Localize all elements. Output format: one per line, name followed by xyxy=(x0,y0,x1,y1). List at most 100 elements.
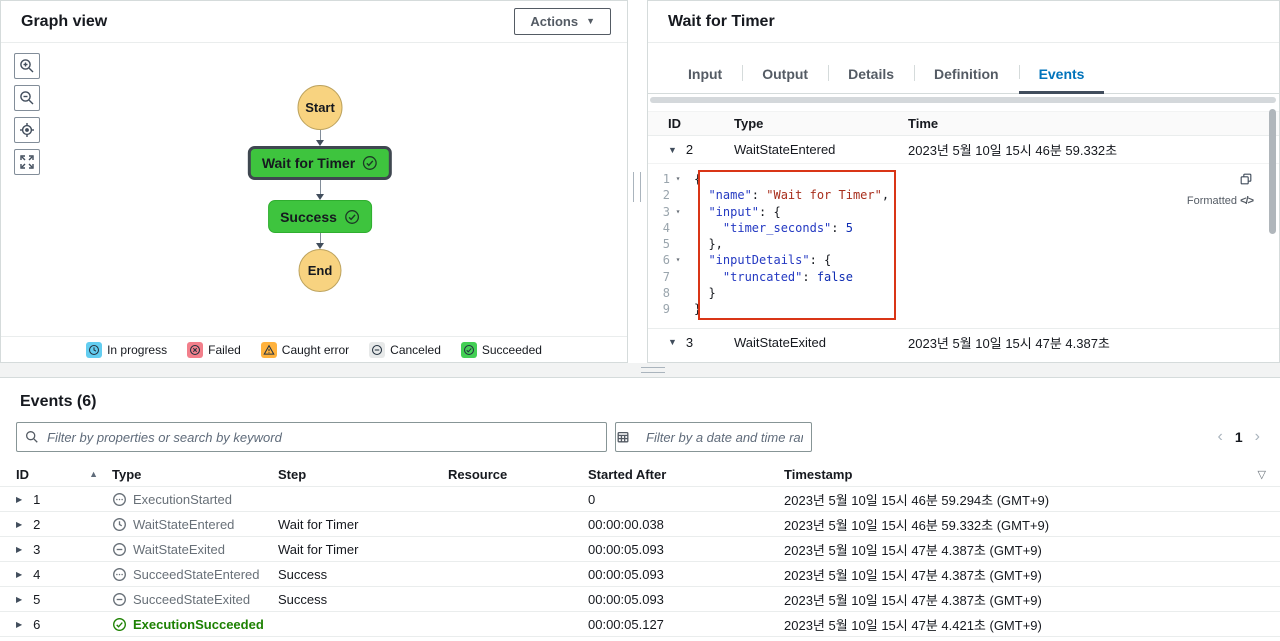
column-header-id[interactable]: ID ▲ xyxy=(16,466,98,482)
event-started-after: 00:00:05.093 xyxy=(588,591,664,607)
sort-ascending-icon[interactable]: ▲ xyxy=(89,469,98,479)
graph-node-success[interactable]: Success xyxy=(268,200,372,233)
event-type: SucceedStateExited xyxy=(133,591,251,607)
event-id: 6 xyxy=(33,616,41,632)
graph-node-start[interactable]: Start xyxy=(297,85,343,130)
event-id: 3 xyxy=(685,334,694,350)
check-circle-icon xyxy=(460,341,477,358)
splitter-handle[interactable] xyxy=(633,172,641,202)
collapse-caret-icon[interactable]: ▼ xyxy=(668,144,677,155)
date-filter xyxy=(607,422,812,452)
splitter-handle[interactable] xyxy=(641,367,665,373)
line-number: 9 xyxy=(662,302,670,317)
collapse-caret-icon[interactable]: ▼ xyxy=(668,337,677,348)
table-row[interactable]: ▶6 ExecutionSucceeded 00:00:05.127 2023년… xyxy=(0,612,1280,637)
formatted-toggle-label[interactable]: Formatted xyxy=(1186,195,1238,207)
event-started-after: 0 xyxy=(588,491,596,507)
current-page: 1 xyxy=(1234,429,1243,445)
event-type: SucceedStateEntered xyxy=(133,566,260,582)
event-time: 2023년 5월 10일 15시 47분 4.387초 xyxy=(908,335,1110,351)
tab-definition[interactable]: Definition xyxy=(914,57,1019,93)
next-page-button[interactable]: › xyxy=(1254,428,1260,445)
event-id: 1 xyxy=(33,491,41,507)
expand-caret-icon[interactable]: ▶ xyxy=(16,619,23,629)
panel-splitter-horizontal[interactable] xyxy=(0,363,1280,377)
graph-edge xyxy=(316,233,324,249)
table-row[interactable]: ▶4 SucceedStateEntered Success 00:00:05.… xyxy=(0,562,1280,587)
fit-view-button[interactable] xyxy=(14,149,40,175)
state-detail-header: Wait for Timer xyxy=(648,1,1279,43)
graph-node-end[interactable]: End xyxy=(298,249,342,292)
table-row[interactable]: ▶1 ExecutionStarted 0 2023년 5월 10일 15시 4… xyxy=(0,487,1280,512)
fold-caret-icon[interactable] xyxy=(670,220,686,236)
graph-view-header: Graph view Actions ▼ xyxy=(1,1,627,43)
zoom-in-icon xyxy=(20,59,34,73)
filter-icon[interactable]: ▽ xyxy=(1257,469,1266,481)
fold-caret-icon[interactable] xyxy=(670,236,686,252)
pagination: ‹ 1 › xyxy=(1218,428,1264,446)
vertical-scrollbar-thumb[interactable] xyxy=(1269,109,1276,234)
event-started-after: 00:00:05.127 xyxy=(588,616,664,632)
event-type: ExecutionStarted xyxy=(133,491,233,507)
node-label: Start xyxy=(305,100,335,115)
line-number: 2 xyxy=(662,188,670,203)
tab-events[interactable]: Events xyxy=(1018,57,1105,94)
detail-event-row[interactable]: ▼ 3 WaitStateExited 2023년 5월 10일 15시 47분… xyxy=(648,329,1279,356)
event-started-after: 00:00:00.038 xyxy=(588,516,664,532)
tab-input[interactable]: Input xyxy=(688,66,723,82)
panel-splitter-vertical[interactable] xyxy=(628,0,647,363)
code-view-icon[interactable]: </> xyxy=(1240,195,1254,207)
copy-icon[interactable] xyxy=(1239,172,1253,191)
expand-caret-icon[interactable]: ▶ xyxy=(16,569,23,579)
event-timestamp: 2023년 5월 10일 15시 47분 4.387초 (GMT+9) xyxy=(784,592,1042,608)
column-header-timestamp: Timestamp xyxy=(784,466,853,482)
legend-label: In progress xyxy=(107,342,168,357)
event-started-after: 00:00:05.093 xyxy=(588,566,664,582)
line-number: 8 xyxy=(662,286,670,301)
legend-item-succeeded: Succeeded xyxy=(460,341,542,358)
fold-caret-icon[interactable] xyxy=(670,269,686,285)
expand-icon xyxy=(20,155,34,169)
previous-page-button[interactable]: ‹ xyxy=(1217,428,1223,445)
minus-circle-icon xyxy=(113,542,126,556)
graph-edge xyxy=(316,180,324,200)
date-range-input[interactable] xyxy=(615,422,812,452)
fold-caret-icon[interactable] xyxy=(670,285,686,301)
zoom-in-button[interactable] xyxy=(14,53,40,79)
search-icon xyxy=(26,431,38,443)
center-graph-button[interactable] xyxy=(14,117,40,143)
table-row[interactable]: ▶3 WaitStateExited Wait for Timer 00:00:… xyxy=(0,537,1280,562)
expand-caret-icon[interactable]: ▶ xyxy=(16,519,23,529)
expand-caret-icon[interactable]: ▶ xyxy=(16,494,23,504)
graph-node-wait-for-timer[interactable]: Wait for Timer xyxy=(247,146,393,180)
event-timestamp: 2023년 5월 10일 15시 47분 4.387초 (GMT+9) xyxy=(784,567,1042,583)
fold-caret-icon[interactable] xyxy=(670,187,686,203)
table-row[interactable]: ▶5 SucceedStateExited Success 00:00:05.0… xyxy=(0,587,1280,612)
fold-caret-icon[interactable]: ▾ xyxy=(675,255,681,265)
search-input[interactable] xyxy=(16,422,607,452)
tab-details[interactable]: Details xyxy=(828,57,914,93)
fold-caret-icon[interactable]: ▾ xyxy=(675,206,681,216)
succeeded-check-icon xyxy=(362,155,378,171)
calendar-icon xyxy=(617,431,629,443)
expand-caret-icon[interactable]: ▶ xyxy=(16,594,23,604)
top-split: Graph view Actions ▼ xyxy=(0,0,1280,363)
column-header-time: Time xyxy=(908,116,939,131)
actions-button[interactable]: Actions ▼ xyxy=(514,8,611,35)
fold-caret-icon[interactable]: ▾ xyxy=(675,174,681,183)
fold-caret-icon[interactable] xyxy=(670,301,686,317)
tab-output[interactable]: Output xyxy=(742,57,828,93)
event-type: ExecutionSucceeded xyxy=(133,616,264,632)
actions-button-label: Actions xyxy=(530,14,579,29)
column-header-type: Type xyxy=(734,116,764,131)
horizontal-scrollbar[interactable] xyxy=(650,97,1276,103)
center-target-icon xyxy=(20,123,34,137)
detail-tabs: Input Output Details Definition Events xyxy=(648,43,1279,94)
legend-label: Canceled xyxy=(390,342,441,357)
table-row[interactable]: ▶2 WaitStateEntered Wait for Timer 00:00… xyxy=(0,512,1280,537)
detail-event-row[interactable]: ▼ 2 WaitStateEntered 2023년 5월 10일 15시 46… xyxy=(648,136,1279,163)
zoom-out-button[interactable] xyxy=(14,85,40,111)
expand-caret-icon[interactable]: ▶ xyxy=(16,544,23,554)
graph-view-panel: Graph view Actions ▼ xyxy=(0,0,628,363)
